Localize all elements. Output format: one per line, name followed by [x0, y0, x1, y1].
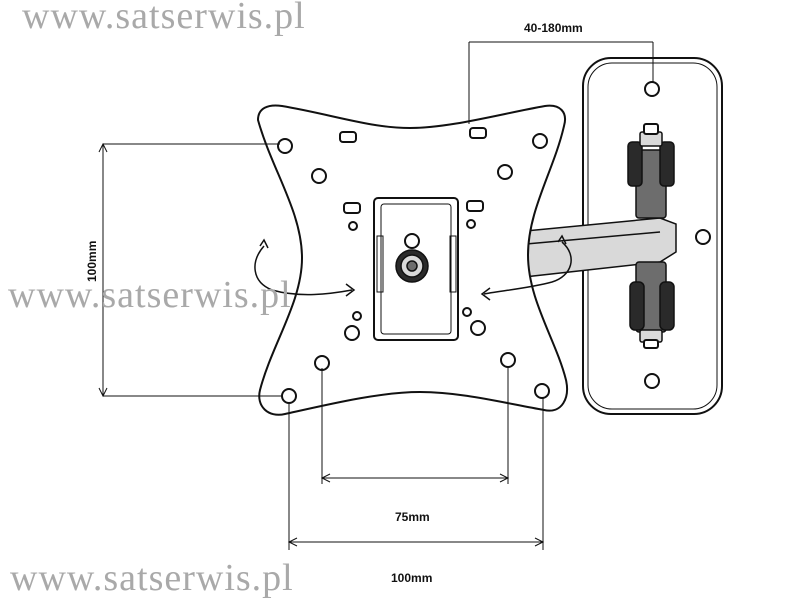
rotation-arrows — [254, 234, 572, 301]
vesa-hole-bottom-right — [534, 383, 550, 399]
dimension-inner-horizontal: 75mm — [320, 366, 510, 524]
vesa-hole-top-left — [277, 138, 293, 154]
vesa-hole-bottom-left — [281, 388, 297, 404]
vesa75-hole-top-right — [497, 164, 513, 180]
watermark-top: www.satserwis.pl — [22, 0, 306, 37]
wall-plate-hole-right — [695, 229, 711, 245]
hinge-upper — [627, 123, 675, 219]
tilt-bracket — [373, 197, 459, 341]
dimension-label-vertical: 100mm — [85, 241, 99, 282]
watermark-middle: www.satserwis.pl — [8, 274, 292, 316]
dimension-wall-distance: 40-180mm — [468, 21, 654, 124]
dimension-label-wall-distance: 40-180mm — [524, 21, 583, 35]
wall-plate-hole-bottom — [644, 373, 660, 389]
wall-plate-hole-top — [644, 81, 660, 97]
dimension-vertical: 100mm — [85, 142, 283, 398]
dimension-label-inner-horizontal: 75mm — [395, 510, 430, 524]
vesa75-hole-top-left — [311, 168, 327, 184]
vesa75-hole-bottom-right — [500, 352, 516, 368]
watermark-bottom: www.satserwis.pl — [10, 557, 294, 599]
dimension-outer-horizontal: 100mm — [287, 398, 545, 585]
hinge-lower — [629, 261, 675, 349]
vesa75-hole-bottom-left — [314, 355, 330, 371]
dimension-label-outer-horizontal: 100mm — [391, 571, 432, 585]
vesa-hole-top-right — [532, 133, 548, 149]
